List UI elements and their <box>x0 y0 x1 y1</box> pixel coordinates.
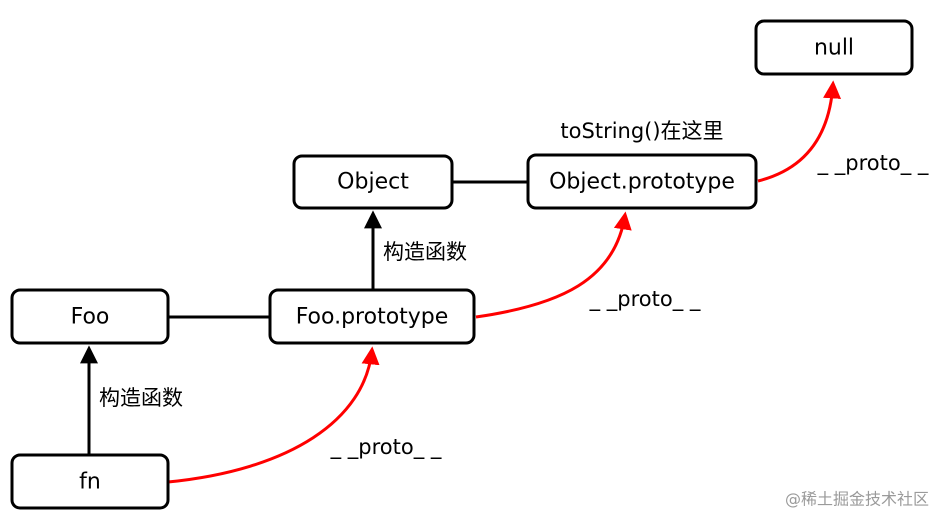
node-object-prototype-label: Object.prototype <box>549 170 735 195</box>
node-foo-prototype-label: Foo.prototype <box>296 305 449 330</box>
constructor-label-foo: 构造函数 <box>99 386 183 410</box>
node-foo-label: Foo <box>71 305 110 330</box>
node-null-label: null <box>814 36 854 61</box>
proto-arrow-object-prototype-to-null <box>757 80 842 183</box>
node-fn-label: fn <box>79 470 101 495</box>
proto-arrow-fn-to-foo-prototype <box>167 346 380 484</box>
node-fn: fn <box>10 453 170 510</box>
node-null: null <box>754 19 914 76</box>
node-object: Object <box>292 154 454 210</box>
tostring-note: toString()在这里 <box>560 119 723 143</box>
proto-arrow-foo-prototype-to-object-prototype <box>475 211 632 319</box>
node-foo: Foo <box>10 288 170 345</box>
proto-label-fn-to-foo-prototype: _ _proto_ _ <box>330 435 442 460</box>
watermark: @稀土掘金技术社区 <box>785 490 929 509</box>
node-object-prototype: Object.prototype <box>526 153 758 210</box>
constructor-label-object: 构造函数 <box>383 240 467 264</box>
proto-label-foo-prototype-to-object-prototype: _ _proto_ _ <box>589 287 701 312</box>
node-object-label: Object <box>337 170 409 195</box>
proto-label-object-prototype-to-null: _ _proto_ _ <box>817 151 929 176</box>
node-foo-prototype: Foo.prototype <box>268 288 476 345</box>
